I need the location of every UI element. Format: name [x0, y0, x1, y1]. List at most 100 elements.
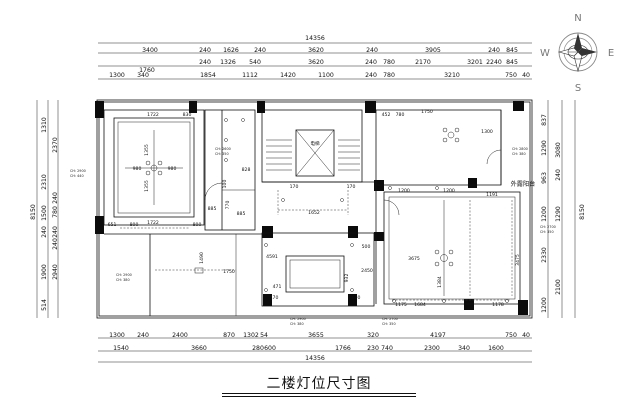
interior-walls: [103, 109, 521, 316]
dim-label: 1326: [220, 59, 236, 66]
dim-label: 3660: [191, 345, 207, 352]
dim-label: 870: [223, 332, 235, 339]
dim-label: 1310: [41, 117, 48, 133]
bottom-row1-labels: 1300 240 2400 870 1302 54 3655 320 4197 …: [109, 332, 530, 339]
note: CH: 380: [116, 278, 130, 282]
ceiling-notes: CH: 2900 CH: 440 CH: 2900 CH: 380 CH: 28…: [70, 147, 556, 326]
drawing-title: 二楼灯位尺寸图: [266, 376, 372, 392]
top-dimension-lines: [98, 42, 532, 80]
dim-label: 1900: [41, 264, 48, 280]
dim-label: 3620: [308, 59, 324, 66]
right-total-dim: 8150: [579, 204, 586, 220]
note: CH: 2900: [290, 317, 306, 321]
dim-label: 1722: [147, 112, 159, 118]
note: CH: 350: [215, 152, 229, 156]
dim-label: 4197: [430, 332, 446, 339]
dim-label: 1490: [199, 252, 205, 264]
dim-label: 240: [137, 332, 149, 339]
dim-label: 1722: [147, 220, 159, 226]
dim-label: 1500: [41, 205, 48, 221]
dim-label: 3080: [555, 142, 562, 158]
dim-label: 1420: [280, 72, 296, 79]
dim-label: 980: [133, 166, 142, 172]
dim-label: 1384: [437, 276, 443, 288]
dim-label: 170: [347, 184, 356, 190]
dim-label: 514: [41, 299, 48, 311]
inner-dims-bath: 4591 471 2450 500 932 600 470: [266, 244, 373, 301]
dim-label: 1191: [486, 192, 498, 198]
compass-e-label: E: [608, 48, 614, 59]
dim-label: 1290: [541, 140, 548, 156]
dim-label: 770: [225, 201, 231, 210]
dim-label: 2400: [172, 332, 188, 339]
dim-label: 240: [52, 226, 59, 238]
left-row1-labels: 1310 2370 2310 1500 240 1900 2940 514: [41, 117, 59, 311]
dim-label: 230: [367, 345, 379, 352]
dim-label: 240: [365, 72, 377, 79]
dim-label: 1600: [488, 345, 504, 352]
dim-label: 240: [52, 238, 59, 250]
dim-label: 780: [396, 112, 405, 118]
dim-label: 750: [505, 72, 517, 79]
dim-label: 240: [199, 47, 211, 54]
dim-label: 3210: [444, 72, 460, 79]
dim-label: 600: [352, 295, 361, 301]
dim-label: 240: [254, 47, 266, 54]
title-underline-2: [222, 396, 416, 397]
dim-label: 240: [366, 47, 378, 54]
compass-rose: N S E W: [540, 13, 614, 94]
dim-label: 2450: [361, 268, 373, 274]
dim-label: 830: [183, 112, 192, 118]
dim-label: 1355: [144, 144, 150, 156]
dim-label: 1175: [395, 302, 407, 308]
dim-label: 1178: [492, 302, 504, 308]
dim-label: 932: [344, 274, 350, 283]
dim-label: 2370: [52, 137, 59, 153]
dim-label: 845: [506, 59, 518, 66]
bottom-row2-labels: 1540 3660 280 600 1766 230 740 2300 340 …: [113, 345, 504, 352]
structural-columns: [95, 101, 528, 315]
title-underline: [222, 393, 416, 394]
elevator-label: 电梯: [310, 140, 320, 147]
dim-label: 540: [249, 59, 261, 66]
dim-label: 2240: [486, 59, 502, 66]
dim-label: 471: [273, 284, 282, 290]
dim-label: 750: [505, 332, 517, 339]
downlights: [194, 118, 509, 303]
note: CH: 380: [290, 322, 304, 326]
balcony-label: 外露阳台: [511, 180, 536, 188]
dim-label: 1200: [541, 297, 548, 313]
dim-label: 1626: [223, 47, 239, 54]
dim-label: 2300: [424, 345, 440, 352]
dim-label: 3905: [425, 47, 441, 54]
note: CH: 350: [382, 322, 396, 326]
dim-label: 1355: [144, 180, 150, 192]
inner-dims-corridor: 1750 1490 800: [130, 222, 235, 275]
note: CH: 350: [540, 230, 554, 234]
inner-dims-hall: 885 770 828 170 170 1652 100 885: [208, 167, 356, 217]
dim-label: 1200: [443, 188, 455, 194]
dim-label: 3400: [142, 47, 158, 54]
dim-label: 240: [52, 192, 59, 204]
dim-label: 800: [193, 222, 202, 228]
note: CH: 2700: [540, 225, 556, 229]
note: CH: 2600: [215, 147, 231, 151]
dim-label: 1750: [421, 109, 433, 115]
dim-label: 845: [506, 47, 518, 54]
dim-label: 1112: [242, 72, 258, 79]
dim-label: 3620: [308, 47, 324, 54]
dim-label: 470: [270, 295, 279, 301]
dim-label: 1766: [335, 345, 351, 352]
right-row2-labels: 1290 240 1200 1290: [541, 140, 562, 222]
dim-label: 2310: [41, 174, 48, 190]
note: CH: 380: [512, 152, 526, 156]
dim-label: 980: [168, 166, 177, 172]
dim-label: 1200: [398, 188, 410, 194]
dim-label: 240: [41, 226, 48, 238]
note: CH: 2800: [512, 147, 528, 151]
dim-label: 1300: [109, 332, 125, 339]
dim-label: 2170: [415, 59, 431, 66]
dim-label: 54: [260, 332, 268, 339]
note: CH: 2900: [116, 273, 132, 277]
